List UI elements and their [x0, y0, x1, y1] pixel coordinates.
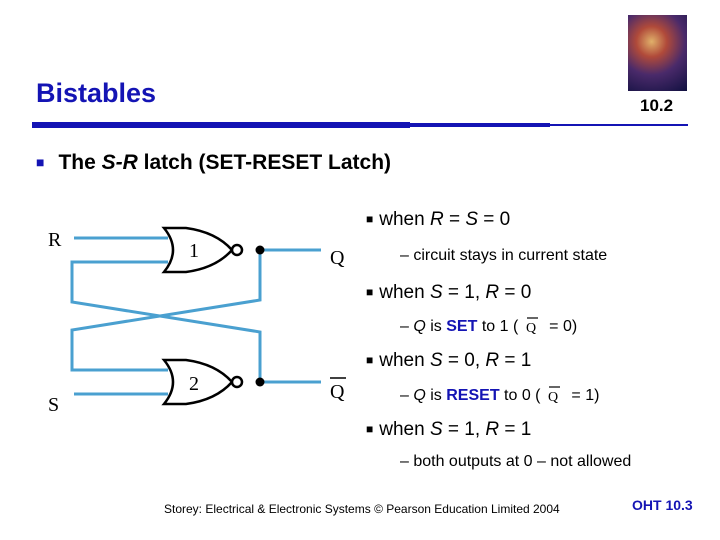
svg-text:Q: Q — [526, 321, 536, 334]
label-qbar: Q — [330, 381, 345, 403]
bullet-square-icon: ■ — [366, 422, 374, 436]
slide-number: 10.2 — [640, 96, 674, 115]
case-1-var2: S — [465, 209, 479, 230]
case-2-var2: R — [485, 282, 500, 303]
case-1: ■ when R = S = 0 — [366, 209, 510, 231]
case-3-desc: – Q is RESET to 0 ( Q = 1) — [400, 385, 600, 404]
case-2-var1: S — [429, 282, 443, 303]
svg-text:Q: Q — [548, 390, 558, 403]
junction-qbar — [255, 377, 265, 387]
title-rule-thin — [550, 124, 688, 126]
case-1-desc: – circuit stays in current state — [400, 247, 608, 264]
case-4-desc: – both outputs at 0 – not allowed — [400, 453, 632, 470]
title-rule-mid — [410, 123, 550, 127]
main-bullet-suffix: latch (SET-RESET Latch) — [137, 151, 392, 174]
case-3-var1: S — [429, 350, 443, 371]
bullet-square-icon: ■ — [366, 285, 374, 299]
gate-2 — [161, 358, 234, 406]
footer-credit: Storey: Electrical & Electronic Systems … — [164, 502, 560, 516]
case-3-end: = 1) — [566, 387, 600, 404]
case-2-mid: is — [425, 318, 447, 335]
case-4-var1: S — [429, 419, 443, 440]
gate-1-bubble — [230, 243, 244, 257]
feedback-qbar-wire — [70, 260, 262, 382]
page-title: Bistables — [36, 78, 157, 108]
case-2-keyword: SET — [446, 318, 478, 335]
gate-2-bubble — [230, 375, 244, 389]
label-q: Q — [330, 247, 345, 269]
case-2-after: to 1 ( — [477, 318, 523, 335]
case-4-eq2: = 1 — [499, 419, 532, 440]
case-3-after: to 0 ( — [499, 387, 545, 404]
case-3-mid: is — [425, 387, 447, 404]
junction-q — [255, 245, 265, 255]
main-bullet: ■ The S-R latch (SET-RESET Latch) — [36, 151, 391, 175]
case-1-eq2: = 0 — [478, 209, 511, 230]
bullet-square-icon: ■ — [366, 212, 374, 226]
case-1-when: when — [379, 209, 430, 230]
label-r: R — [48, 229, 62, 251]
sr-latch-diagram: R S 1 2 Q Q — [48, 226, 346, 416]
case-3-q: Q — [413, 387, 426, 404]
gate-1 — [161, 226, 234, 274]
case-3-keyword: RESET — [446, 387, 500, 404]
case-3-eq1: = 0, — [442, 350, 486, 371]
main-bullet-italic: S-R — [101, 151, 138, 174]
feedback-q-wire — [70, 250, 262, 372]
main-bullet-prefix: The — [58, 151, 102, 174]
case-2-q: Q — [413, 318, 426, 335]
qbar-symbol-icon: Q — [523, 316, 545, 334]
label-s: S — [48, 394, 59, 416]
case-4-eq1: = 1, — [442, 419, 486, 440]
case-2: ■ when S = 1, R = 0 — [366, 282, 531, 304]
case-3-var2: R — [485, 350, 500, 371]
case-4-var2: R — [485, 419, 500, 440]
case-2-desc: – Q is SET to 1 ( Q = 0) — [400, 316, 578, 335]
case-1-var1: R — [429, 209, 444, 230]
book-cover-image — [628, 15, 687, 91]
nor-gates — [161, 226, 244, 406]
case-3-when: when — [379, 350, 430, 371]
bullet-square-icon: ■ — [36, 154, 45, 170]
case-3: ■ when S = 0, R = 1 — [366, 350, 531, 372]
title-rule — [32, 122, 410, 128]
qbar-symbol-icon: Q — [545, 385, 567, 403]
case-4: ■ when S = 1, R = 1 — [366, 419, 531, 441]
oht-number: OHT 10.3 — [632, 497, 693, 513]
case-4-when: when — [379, 419, 430, 440]
wires — [70, 236, 321, 396]
gate-1-label: 1 — [189, 240, 199, 262]
case-1-eq1: = — [443, 209, 466, 230]
case-2-eq1: = 1, — [442, 282, 486, 303]
case-2-end: = 0) — [544, 318, 578, 335]
case-2-eq2: = 0 — [499, 282, 532, 303]
gate-2-label: 2 — [189, 373, 199, 395]
case-3-eq2: = 1 — [499, 350, 532, 371]
case-2-when: when — [379, 282, 430, 303]
bullet-square-icon: ■ — [366, 353, 374, 367]
